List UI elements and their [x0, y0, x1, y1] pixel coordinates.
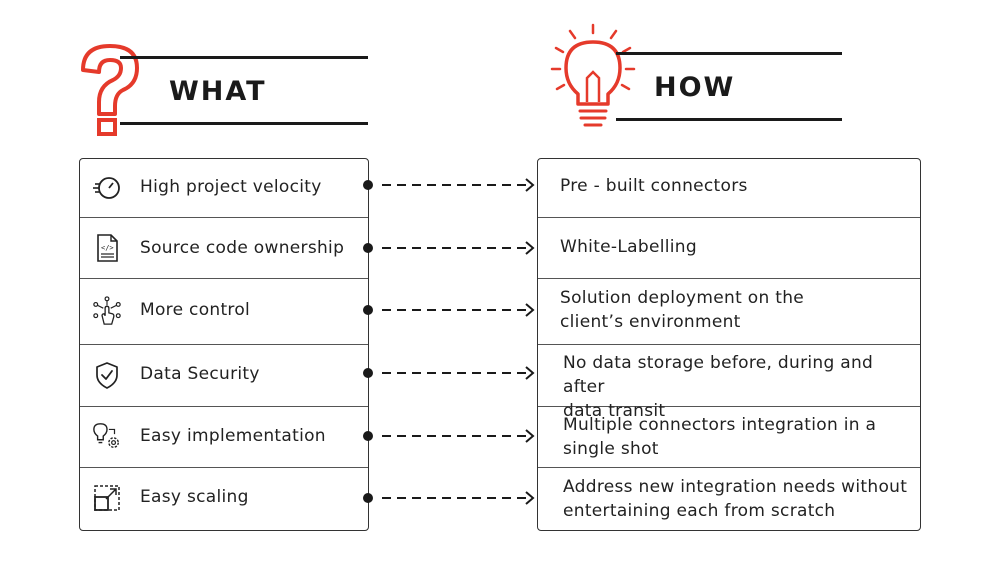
shield-check-icon: [96, 362, 118, 389]
what-row: High project velocity: [80, 159, 368, 218]
how-row: Solution deployment on the client’s envi…: [538, 279, 920, 345]
how-item-line1: No data storage before, during and after: [563, 353, 874, 397]
how-item-line1: White-Labelling: [560, 237, 697, 257]
how-header: HOW: [548, 22, 848, 137]
what-row: Easy implementation: [80, 407, 368, 468]
how-item-line2: client’s environment: [560, 312, 741, 332]
how-title: HOW: [654, 72, 736, 103]
connector-arrow: [363, 241, 535, 255]
what-row: More control: [80, 279, 368, 345]
lightbulb-icon: [550, 23, 636, 127]
connector-arrow: [363, 178, 535, 192]
what-item-label: Source code ownership: [140, 238, 345, 258]
what-item-label: High project velocity: [140, 177, 322, 197]
touch-network-icon: [93, 296, 121, 325]
what-title: WHAT: [169, 76, 267, 107]
speedometer-icon: [93, 177, 120, 199]
what-row: Data Security: [80, 345, 368, 407]
connector-arrow: [363, 491, 535, 505]
what-row: </> Source code ownership: [80, 218, 368, 279]
connector-arrow: [363, 429, 535, 443]
how-item-line1: Pre - built connectors: [560, 176, 748, 196]
how-item-text: Address new integration needs without en…: [563, 475, 910, 523]
svg-text:</>: </>: [101, 244, 114, 252]
how-item-text: Pre - built connectors: [560, 174, 910, 198]
how-item-line1: Solution deployment on the: [560, 288, 805, 308]
what-bottom-rule: [120, 122, 368, 125]
what-list: High project velocity </> Source code ow…: [79, 158, 369, 531]
code-document-icon: </>: [97, 234, 118, 262]
how-item-text: White-Labelling: [560, 235, 910, 259]
how-item-line1: Address new integration needs without: [563, 477, 908, 497]
bulb-gear-icon: [93, 423, 119, 448]
what-item-label: More control: [140, 300, 251, 320]
what-item-label: Easy implementation: [140, 426, 326, 446]
what-top-rule: [120, 56, 368, 59]
how-bottom-rule: [616, 118, 842, 121]
connector-arrow: [363, 303, 535, 317]
how-row: No data storage before, during and after…: [538, 345, 920, 421]
how-row: White-Labelling: [538, 218, 920, 279]
what-row: Easy scaling: [80, 468, 368, 530]
how-list: Pre - built connectors White-Labelling S…: [537, 158, 921, 531]
how-item-line2: data transit: [563, 401, 666, 421]
how-item-line2: entertaining each from scratch: [563, 501, 836, 521]
how-item-text: Solution deployment on the client’s envi…: [560, 286, 910, 334]
what-header: WHAT: [75, 40, 375, 140]
how-row: Pre - built connectors: [538, 159, 920, 218]
how-item-line2: single shot: [563, 439, 659, 459]
how-item-text: Multiple connectors integration in a sin…: [563, 413, 910, 461]
how-top-rule: [616, 52, 842, 55]
what-item-label: Easy scaling: [140, 487, 249, 507]
how-row: Address new integration needs without en…: [538, 468, 920, 530]
how-row: Multiple connectors integration in a sin…: [538, 407, 920, 468]
what-item-label: Data Security: [140, 364, 260, 384]
question-mark-icon: [81, 44, 139, 136]
how-item-line1: Multiple connectors integration in a: [563, 415, 877, 435]
how-item-text: No data storage before, during and after…: [563, 351, 910, 423]
scale-box-icon: [94, 485, 120, 511]
connector-arrow: [363, 366, 535, 380]
